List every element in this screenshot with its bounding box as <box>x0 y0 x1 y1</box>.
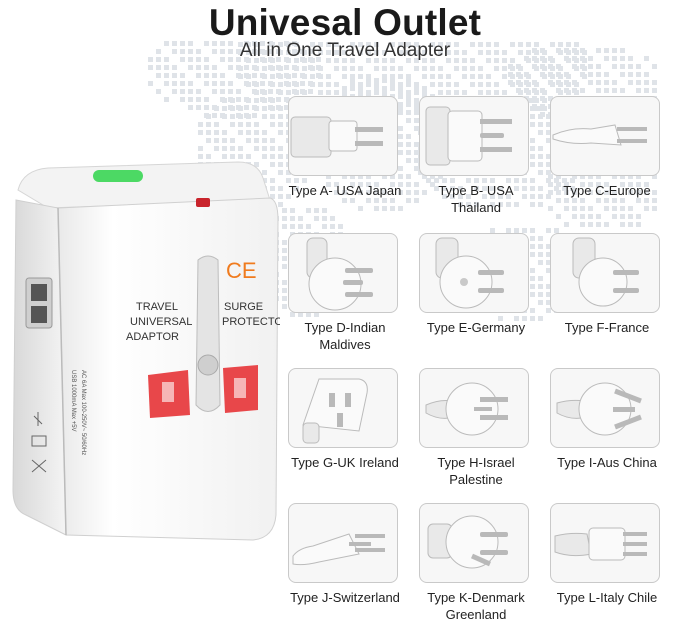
plug-type-label: Type G-UK Ireland <box>272 454 418 471</box>
adapter-text-line-5: PROTECTOR <box>222 316 280 328</box>
adapter-text-line-3: ADAPTOR <box>126 331 179 343</box>
plug-type-card: Type B- USA Thailand <box>411 96 541 228</box>
plug-tile <box>419 96 529 176</box>
certification-symbols-icon <box>31 412 47 473</box>
plug-tile <box>550 503 660 583</box>
type-g-plug-icon <box>302 378 368 444</box>
type-d-plug-icon <box>306 237 373 311</box>
plug-type-label-line: Type C-Europe <box>563 183 651 198</box>
plug-tile <box>288 368 398 448</box>
plug-type-label-line: Type H-Israel <box>437 455 515 470</box>
plug-type-label: Type I-Aus China <box>534 454 679 471</box>
plug-tile <box>419 503 529 583</box>
plug-type-card: Type I-Aus China <box>542 368 672 500</box>
plug-type-card: Type L-Italy Chile <box>542 503 672 635</box>
plug-type-label-line: Type L-Italy Chile <box>556 590 658 605</box>
type-h-plug-icon <box>425 382 508 436</box>
plug-tile <box>288 233 398 313</box>
plug-type-label-line: Type B- USA <box>438 183 514 198</box>
plug-type-label: Type F-France <box>534 319 679 336</box>
plug-tile <box>550 368 660 448</box>
page-title: Univesal Outlet <box>208 2 482 43</box>
plug-type-label-line: Maldives <box>319 337 371 352</box>
plug-type-label-line: Thailand <box>451 200 501 215</box>
plug-type-label-line: Type I-Aus China <box>557 455 657 470</box>
type-l-plug-icon <box>554 527 647 561</box>
type-c-plug-icon <box>552 124 647 146</box>
plug-tile <box>550 96 660 176</box>
type-j-plug-icon <box>292 533 385 566</box>
slider-button-icon <box>93 170 143 182</box>
plug-type-label-line: Greenland <box>445 607 507 622</box>
adapter-text-line-4: SURGE <box>224 301 263 313</box>
type-i-plug-icon <box>556 382 642 436</box>
plug-type-label: Type J-Switzerland <box>272 589 418 606</box>
plug-type-label-line: Type D-Indian <box>304 320 386 335</box>
plug-type-card: Type A- USA Japan <box>280 96 410 228</box>
plug-type-label: Type C-Europe <box>534 182 679 199</box>
plug-type-card: Type J-Switzerland <box>280 503 410 635</box>
plug-tile <box>288 503 398 583</box>
plug-type-card: Type E-Germany <box>411 233 541 365</box>
plug-type-label-line: Type E-Germany <box>426 320 526 335</box>
plug-type-label-line: Palestine <box>449 472 503 487</box>
plug-type-label-line: Type K-Denmark <box>427 590 525 605</box>
type-f-plug-icon <box>572 237 639 307</box>
plug-type-label: Type A- USA Japan <box>272 182 418 199</box>
plug-type-card: Type C-Europe <box>542 96 672 228</box>
plug-tile <box>550 233 660 313</box>
plug-type-label: Type E-Germany <box>403 319 549 336</box>
page-subtitle: All in One Travel Adapter <box>239 40 451 61</box>
plug-tile <box>419 368 529 448</box>
plug-type-label-line: Type J-Switzerland <box>290 590 400 605</box>
type-k-plug-icon <box>427 515 508 569</box>
type-b-plug-icon <box>425 106 512 166</box>
adapter-text-line-1: TRAVEL <box>136 301 178 313</box>
spec-line-2: USB 1000mA Max +5V <box>70 370 76 432</box>
plug-type-label-line: Type F-France <box>564 320 650 335</box>
plug-type-card: Type G-UK Ireland <box>280 368 410 500</box>
plug-type-label-line: Type A- USA Japan <box>288 183 402 198</box>
ce-mark-icon: CE <box>226 258 257 283</box>
plug-tile <box>288 96 398 176</box>
universal-adapter-image: CE TRAVEL UNIVERSAL ADAPTOR SURGE PROTEC… <box>12 161 280 541</box>
usb-port-icon <box>25 277 53 329</box>
spec-line-1: AC 6A Max 100-250V~ 50/60Hz <box>80 370 86 455</box>
type-a-plug-icon <box>290 116 383 158</box>
plug-type-card: Type F-France <box>542 233 672 365</box>
plug-type-label: Type L-Italy Chile <box>534 589 679 606</box>
plug-tile <box>419 233 529 313</box>
plug-type-label-line: Type G-UK Ireland <box>291 455 399 470</box>
type-e-plug-icon <box>435 237 504 309</box>
plug-type-label: Type B- USA Thailand <box>403 182 549 216</box>
adapter-text-line-2: UNIVERSAL <box>130 316 192 328</box>
